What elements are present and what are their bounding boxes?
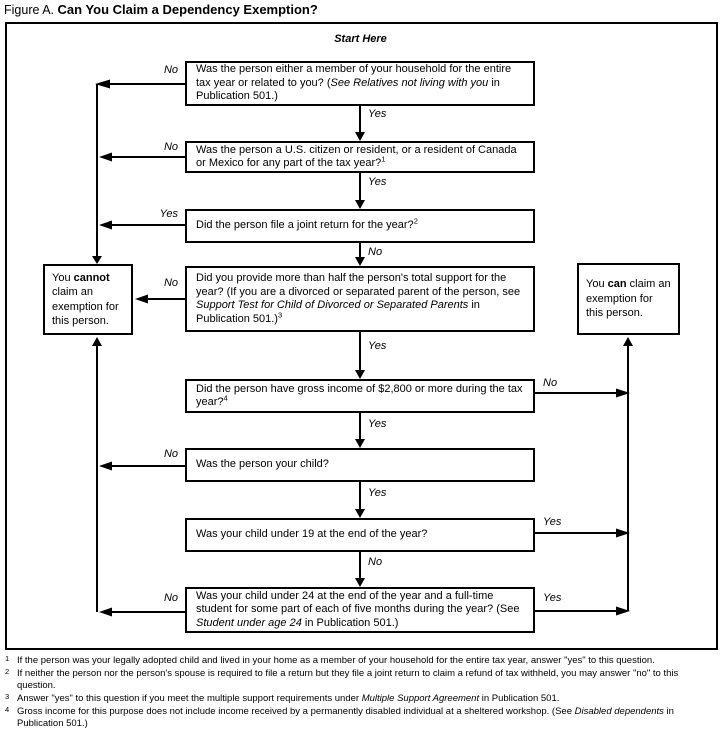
question-text: Did you provide more than half the perso…	[196, 272, 521, 325]
footnote-number: 2	[5, 667, 10, 676]
cannot-claim-box: You cannot claim an exemption for this p…	[43, 264, 133, 335]
question-box-citizen-resident: Was the person a U.S. citizen or residen…	[185, 141, 535, 173]
question-text: Was the person either a member of your h…	[196, 63, 512, 103]
branch-label-q6-no: No	[163, 448, 178, 460]
question-text: Was the person a U.S. citizen or residen…	[196, 143, 517, 170]
start-here-label: Start Here	[334, 33, 387, 45]
question-box-gross-income: Did the person have gross income of $2,8…	[185, 379, 535, 413]
branch-label-q2-no: No	[163, 141, 178, 153]
question-text: Was the person your child?	[196, 458, 329, 471]
can-claim-box: You can claim an exemption for this pers…	[577, 263, 680, 335]
figure-title: Figure A. Can You Claim a Dependency Exe…	[4, 2, 318, 17]
footnote-number: 3	[5, 692, 10, 701]
flowchart-border	[5, 22, 718, 650]
question-box-your-child: Was the person your child?	[185, 448, 535, 482]
footnote-number: 1	[5, 654, 10, 663]
branch-label-q8-no: No	[163, 592, 178, 604]
question-box-half-support: Did you provide more than half the perso…	[185, 266, 535, 332]
footnote-number: 4	[5, 705, 10, 714]
branch-label-q2-yes: Yes	[368, 176, 387, 188]
question-box-under-19: Was your child under 19 at the end of th…	[185, 518, 535, 552]
branch-label-q1-yes: Yes	[368, 108, 387, 120]
branch-label-q8-yes: Yes	[543, 592, 562, 604]
footnote-ref-3: 3	[277, 309, 283, 319]
question-text: Was your child under 19 at the end of th…	[196, 528, 428, 541]
footnote-ref-2: 2	[413, 216, 418, 226]
question-box-joint-return: Did the person file a joint return for t…	[185, 209, 535, 243]
branch-label-q3-yes: Yes	[159, 208, 178, 220]
footnote-ref-1: 1	[381, 154, 386, 164]
outcome-text: You can claim an exemption for this pers…	[586, 278, 671, 320]
branch-label-q5-no: No	[543, 377, 558, 389]
branch-label-q7-no: No	[368, 556, 383, 568]
figure-heading: Can You Claim a Dependency Exemption?	[57, 2, 318, 17]
question-text: Did the person file a joint return for t…	[196, 216, 418, 232]
branch-label-q4-no: No	[163, 277, 178, 289]
branch-label-q6-yes: Yes	[368, 487, 387, 499]
branch-label-q3-no: No	[368, 246, 383, 258]
question-text: Did the person have gross income of $2,8…	[196, 382, 523, 409]
question-box-under-24-student: Was your child under 24 at the end of th…	[185, 587, 535, 633]
outcome-text: You cannot claim an exemption for this p…	[52, 271, 119, 328]
figure-label: Figure A.	[4, 3, 55, 17]
question-box-household-member: Was the person either a member of your h…	[185, 61, 535, 106]
question-text: Was your child under 24 at the end of th…	[196, 589, 520, 629]
branch-label-q7-yes: Yes	[543, 516, 562, 528]
branch-label-q1-no: No	[163, 64, 178, 76]
footnote-ref-4: 4	[223, 393, 228, 403]
branch-label-q5-yes: Yes	[368, 418, 387, 430]
branch-label-q4-yes: Yes	[368, 340, 387, 352]
